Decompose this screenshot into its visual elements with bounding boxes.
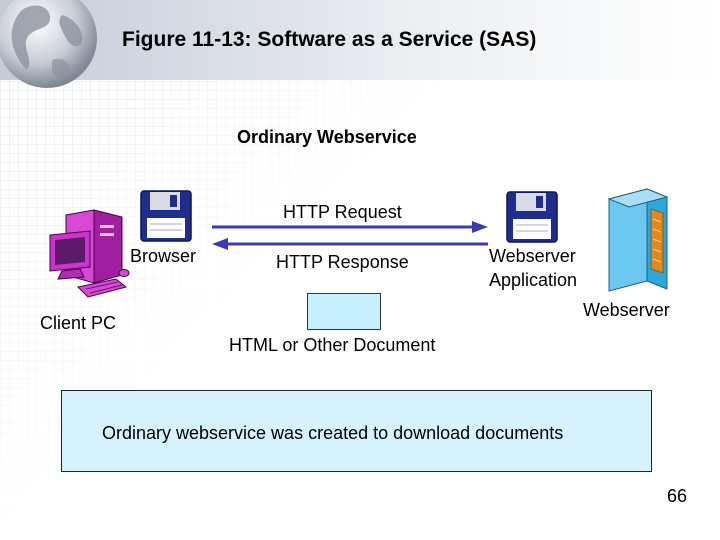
diagram-subtitle: Ordinary Webservice <box>237 127 417 147</box>
http-request-label: HTTP Request <box>283 202 402 222</box>
document-label: HTML or Other Document <box>229 335 436 355</box>
caption-box: Ordinary webservice was created to downl… <box>61 390 652 472</box>
page-title: Figure 11-13: Software as a Service (SAS… <box>122 28 537 51</box>
client-pc-icon <box>49 209 130 298</box>
client-pc-label: Client PC <box>40 313 117 333</box>
title-bar <box>0 0 720 80</box>
floppy-disk-icon <box>140 190 192 242</box>
page-number: 66 <box>667 486 688 506</box>
http-response-arrow <box>212 238 488 250</box>
webserver-label: Webserver <box>583 300 670 320</box>
floppy-disk-icon <box>506 191 558 243</box>
document-box <box>307 293 381 330</box>
caption-text: Ordinary webservice was created to downl… <box>102 423 564 443</box>
webserver-application-label-line2: Application <box>489 270 578 290</box>
browser-label: Browser <box>130 246 197 266</box>
server-tower-icon <box>607 188 669 292</box>
http-response-label: HTTP Response <box>276 252 409 272</box>
http-request-arrow <box>212 221 488 233</box>
globe-icon <box>0 0 97 88</box>
webserver-application-label-line1: Webserver <box>489 246 576 266</box>
